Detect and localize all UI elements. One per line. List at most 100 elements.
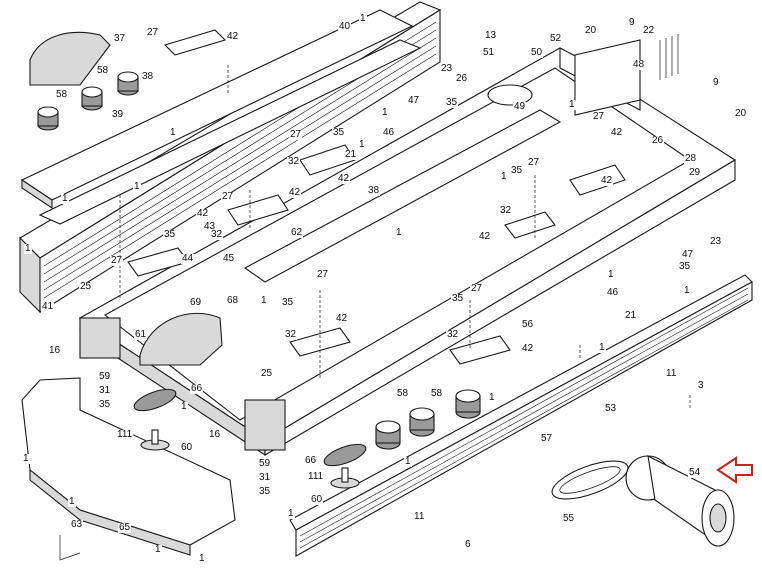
callout-1: 1 <box>287 508 295 519</box>
callout-65: 65 <box>118 522 132 533</box>
callout-27: 27 <box>316 269 330 280</box>
callout-1: 1 <box>169 127 177 138</box>
isolators <box>37 71 481 450</box>
callout-68: 68 <box>226 295 240 306</box>
callout-32: 32 <box>446 329 460 340</box>
highlight-arrow <box>716 456 753 484</box>
callout-44: 44 <box>181 253 195 264</box>
allen-wrench <box>59 535 81 561</box>
callout-13: 13 <box>484 30 498 41</box>
callout-41: 41 <box>41 301 55 312</box>
drive-belt <box>551 460 629 500</box>
callout-43: 43 <box>203 221 217 232</box>
callout-66: 66 <box>304 455 318 466</box>
callout-42: 42 <box>196 208 210 219</box>
callout-61: 61 <box>134 329 148 340</box>
callout-21: 21 <box>344 149 358 160</box>
callout-42: 42 <box>288 187 302 198</box>
callout-51: 51 <box>482 47 496 58</box>
callout-62: 62 <box>290 227 304 238</box>
callout-1: 1 <box>180 401 188 412</box>
callout-25: 25 <box>260 368 274 379</box>
front-cover <box>139 312 223 366</box>
callout-42: 42 <box>600 175 614 186</box>
callout-27: 27 <box>289 129 303 140</box>
callout-52: 52 <box>549 33 563 44</box>
callout-20: 20 <box>584 25 598 36</box>
callout-60: 60 <box>180 442 194 453</box>
callout-35: 35 <box>510 165 524 176</box>
callout-35: 35 <box>678 261 692 272</box>
callout-42: 42 <box>521 343 535 354</box>
callout-35: 35 <box>163 229 177 240</box>
callout-69: 69 <box>189 297 203 308</box>
callout-59: 59 <box>258 458 272 469</box>
deck-step-strip <box>243 109 562 283</box>
callout-25: 25 <box>79 281 93 292</box>
assembly-guide-lines <box>119 65 691 410</box>
callout-1: 1 <box>395 227 403 238</box>
callout-58: 58 <box>430 388 444 399</box>
callout-9: 9 <box>628 17 636 28</box>
callout-32: 32 <box>284 329 298 340</box>
callout-26: 26 <box>455 73 469 84</box>
callout-1: 1 <box>488 392 496 403</box>
callout-27: 27 <box>527 157 541 168</box>
callout-27: 27 <box>592 111 606 122</box>
callout-1: 1 <box>61 193 69 204</box>
callout-42: 42 <box>478 231 492 242</box>
callout-48: 48 <box>632 59 646 70</box>
callout-1: 1 <box>358 139 366 150</box>
callout-1: 1 <box>260 295 268 306</box>
callout-35: 35 <box>451 293 465 304</box>
callout-66: 66 <box>190 383 204 394</box>
callout-56: 56 <box>521 319 535 330</box>
callout-27: 27 <box>146 27 160 38</box>
callout-59: 59 <box>98 371 112 382</box>
callout-11: 11 <box>665 368 678 379</box>
callout-1: 1 <box>133 181 141 192</box>
callout-1: 1 <box>22 453 30 464</box>
leveling-feet <box>140 429 360 489</box>
callout-27: 27 <box>221 191 235 202</box>
callout-1: 1 <box>598 342 606 353</box>
callout-16: 16 <box>48 345 62 356</box>
callout-11: 11 <box>413 511 426 522</box>
callout-22: 22 <box>642 25 656 36</box>
callout-35: 35 <box>258 486 272 497</box>
main-frame <box>78 47 737 457</box>
callout-20: 20 <box>734 108 748 119</box>
callout-58: 58 <box>96 65 110 76</box>
callout-1: 1 <box>500 171 508 182</box>
roller-shaft <box>399 380 691 532</box>
callout-40: 40 <box>338 21 352 32</box>
callout-111: 111 <box>116 429 134 440</box>
callout-28: 28 <box>684 153 698 164</box>
callout-35: 35 <box>98 399 112 410</box>
callout-1: 1 <box>24 243 32 254</box>
mounting-plates <box>127 29 626 365</box>
callout-27: 27 <box>470 283 484 294</box>
callout-57: 57 <box>540 433 554 444</box>
callout-1: 1 <box>683 285 691 296</box>
motor-assembly <box>487 34 679 116</box>
callout-50: 50 <box>530 47 544 58</box>
callout-111: 111 <box>307 471 325 482</box>
callout-32: 32 <box>287 156 301 167</box>
callout-35: 35 <box>281 297 295 308</box>
callout-37: 37 <box>113 33 127 44</box>
callout-31: 31 <box>98 385 112 396</box>
callout-1: 1 <box>568 99 576 110</box>
callout-60: 60 <box>310 494 324 505</box>
callout-1: 1 <box>68 496 76 507</box>
callout-32: 32 <box>499 205 513 216</box>
callout-23: 23 <box>440 63 454 74</box>
callout-9: 9 <box>712 77 720 88</box>
callout-42: 42 <box>610 127 624 138</box>
callout-63: 63 <box>70 519 84 530</box>
callout-58: 58 <box>55 89 69 100</box>
brackets <box>133 388 367 467</box>
callout-1: 1 <box>607 269 615 280</box>
callout-45: 45 <box>222 253 236 264</box>
callout-54: 54 <box>688 467 702 478</box>
